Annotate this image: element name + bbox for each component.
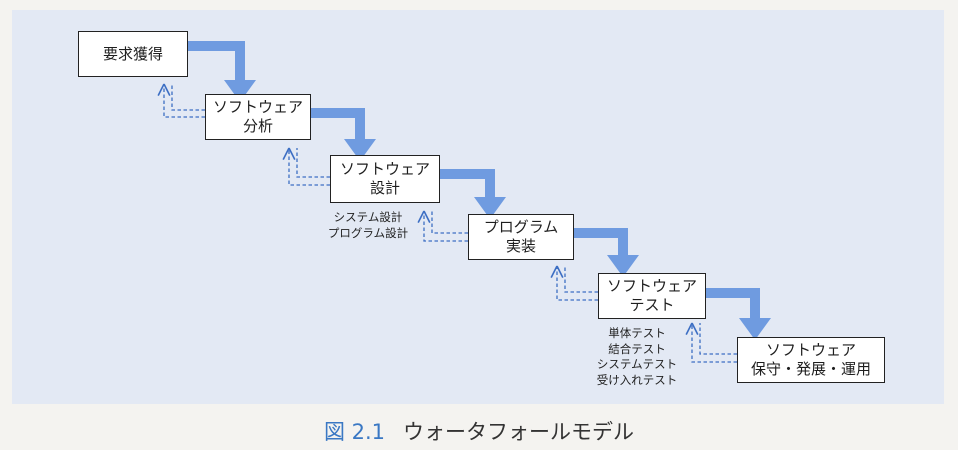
feedback-arrow-2a: [282, 147, 330, 186]
box-testing: ソフトウェア テスト: [598, 273, 706, 319]
box-testing-line2: テスト: [629, 296, 675, 314]
note-program-design: プログラム設計: [327, 225, 409, 240]
box-analysis-line2: 分析: [242, 117, 273, 135]
flow-arrow-4: [571, 228, 639, 277]
box-maintenance-line2: 保守・発展・運用: [750, 360, 871, 378]
flow-arrow-5: [704, 288, 771, 340]
box-requirements: 要求獲得: [78, 31, 188, 77]
feedback-arrow-5a: [685, 322, 737, 363]
flow-arrow-1: [188, 41, 256, 102]
figure-title: ウォータフォールモデル: [403, 420, 635, 444]
feedback-arrow-4b: [564, 266, 598, 293]
box-maintenance: ソフトウェア 保守・発展・運用: [737, 337, 885, 383]
feedback-arrows: [157, 83, 737, 363]
box-analysis-line1: ソフトウェア: [212, 98, 303, 117]
box-implementation-line1: プログラム: [483, 218, 559, 237]
feedback-arrow-5b: [699, 323, 737, 355]
note-system-test: システムテスト: [596, 357, 678, 372]
box-analysis: ソフトウェア 分析: [205, 94, 311, 140]
box-implementation: プログラム 実装: [468, 214, 574, 260]
box-design-line2: 設計: [369, 179, 400, 197]
box-maintenance-line1: ソフトウェア: [765, 341, 856, 360]
feedback-arrow-1b: [171, 84, 205, 111]
flow-arrow-2: [308, 108, 376, 161]
note-acceptance-test: 受け入れテスト: [596, 372, 678, 387]
design-notes: システム設計 プログラム設計: [318, 210, 418, 241]
feedback-arrow-3b: [431, 211, 468, 234]
feedback-arrow-3a: [417, 210, 468, 242]
box-implementation-line2: 実装: [505, 237, 536, 255]
box-testing-line1: ソフトウェア: [606, 277, 697, 296]
test-notes: 単体テスト 結合テスト システムテスト 受け入れテスト: [582, 326, 692, 388]
figure-number: 図 2.1: [323, 420, 386, 444]
figure-caption: 図 2.1 ウォータフォールモデル: [0, 416, 958, 446]
note-integration-test: 結合テスト: [608, 341, 666, 356]
box-design-line1: ソフトウェア: [339, 160, 430, 179]
flow-arrows: [188, 41, 771, 340]
note-system-design: システム設計: [333, 210, 403, 224]
box-design: ソフトウェア 設計: [330, 155, 440, 203]
feedback-arrow-1a: [157, 83, 205, 118]
box-requirements-line1: 要求獲得: [102, 44, 163, 63]
note-unit-test: 単体テスト: [608, 326, 666, 340]
feedback-arrow-4a: [550, 265, 598, 301]
feedback-arrow-2b: [296, 148, 330, 178]
flow-arrow-3: [438, 169, 506, 219]
